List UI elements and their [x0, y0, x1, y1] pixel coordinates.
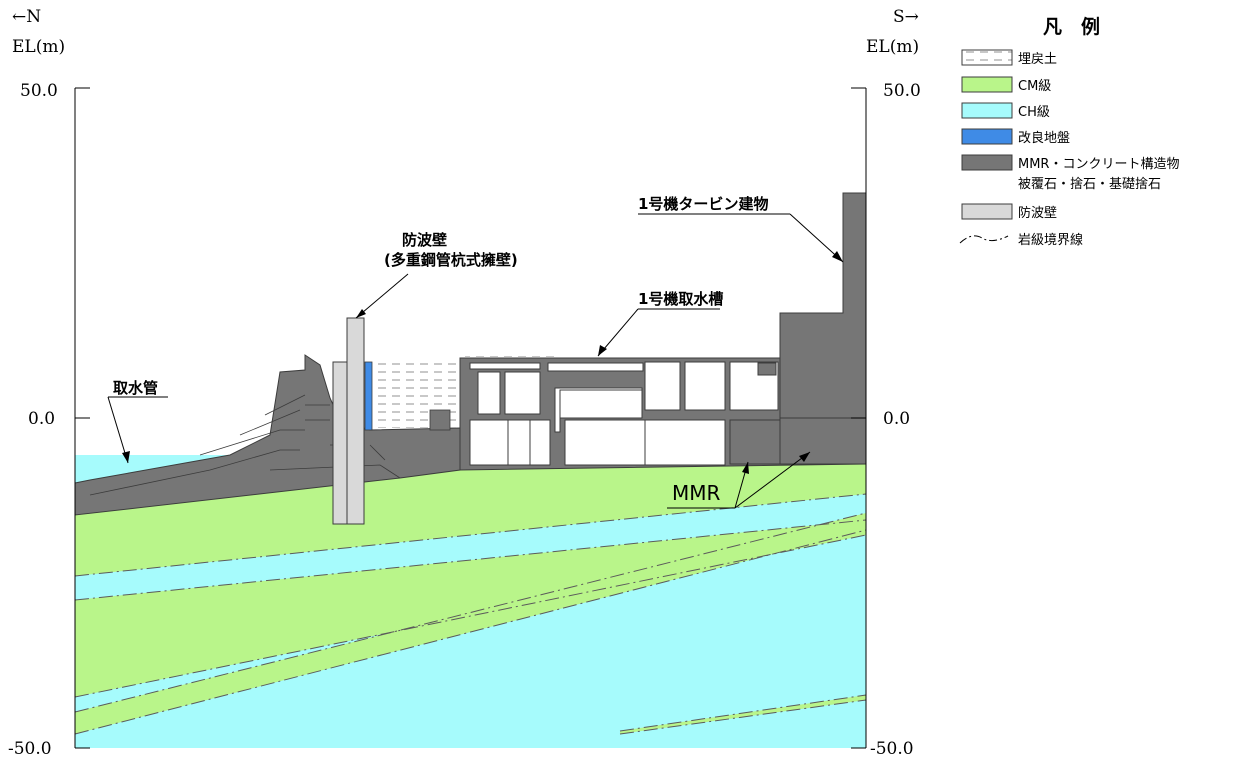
right-tick-minus50: -50.0	[870, 739, 914, 759]
left-tick-0: 0.0	[28, 409, 55, 429]
legend-label-improved: 改良地盤	[1018, 130, 1070, 146]
intake-tank-arrowhead	[598, 345, 607, 356]
cm-class-band-thin	[620, 695, 866, 734]
legend-title: 凡 例	[1043, 15, 1100, 38]
left-tick-minus50: -50.0	[8, 739, 52, 759]
cm-class-band-lower	[75, 513, 866, 734]
legend-label-backfill: 埋戻土	[1018, 52, 1057, 67]
mmr-leader-2	[734, 451, 811, 509]
legend-swatch-concrete	[961, 154, 1013, 171]
turbine-building-label: 1号機タービン建物	[638, 195, 768, 213]
turbine-building	[779, 192, 867, 465]
right-tick-0: 0.0	[883, 409, 910, 429]
intake-pipe-arrowhead	[122, 451, 130, 463]
legend-label-concrete: MMR・コンクリート構造物	[1018, 157, 1179, 172]
left-axis	[74, 87, 90, 749]
breakwater-arrowhead	[356, 309, 366, 318]
legend-label-cm: CM級	[1018, 79, 1051, 94]
mmr-arrowhead-1	[742, 462, 749, 474]
rock-class-boundary-lines	[74, 493, 867, 735]
turbine-leader	[789, 213, 844, 263]
turbine-arrowhead	[832, 251, 843, 262]
mmr-label: MMR	[672, 481, 721, 505]
mmr-arrowhead-2	[799, 452, 810, 462]
legend-label-boundary: 岩級境界線	[1018, 232, 1083, 248]
breakwater-pile-left	[332, 361, 348, 525]
legend-label-breakwater: 防波壁	[1018, 205, 1057, 221]
breakwater-label: 防波壁	[402, 231, 447, 249]
legend-label-ch: CH級	[1018, 105, 1050, 120]
legend-swatch-improved	[961, 128, 1013, 145]
legend-swatch-backfill	[961, 49, 1013, 66]
legend: 凡 例 埋戻土 CM級 CH級 改良地盤 MMR・コンクリート構造物 被覆石・捨…	[959, 15, 1179, 248]
intake-pipe-leader	[107, 396, 129, 464]
breakwater-sublabel: (多重鋼管杭式擁壁)	[384, 251, 518, 269]
legend-swatch-cm	[961, 76, 1013, 93]
left-direction-label: ←N	[12, 7, 41, 27]
improved-ground	[364, 361, 373, 431]
left-unit-label: EL(m)	[12, 37, 65, 57]
intake-pipe-label: 取水管	[113, 379, 158, 397]
legend-label-concrete-2: 被覆石・捨石・基礎捨石	[1018, 176, 1161, 192]
right-direction-label: S→	[893, 7, 919, 27]
legend-boundary-line-icon	[959, 235, 1009, 244]
right-tick-50: 50.0	[883, 81, 921, 101]
legend-swatch-breakwater	[961, 203, 1013, 220]
right-axis	[851, 87, 867, 749]
breakwater-pile-right	[346, 317, 365, 525]
mmr-block	[729, 419, 781, 465]
legend-swatch-ch	[961, 102, 1013, 119]
right-unit-label: EL(m)	[866, 37, 919, 57]
small-block	[429, 409, 451, 431]
breakwater-leader	[355, 273, 409, 319]
intake-tank-label: 1号機取水槽	[638, 290, 723, 308]
left-tick-50: 50.0	[20, 81, 58, 101]
